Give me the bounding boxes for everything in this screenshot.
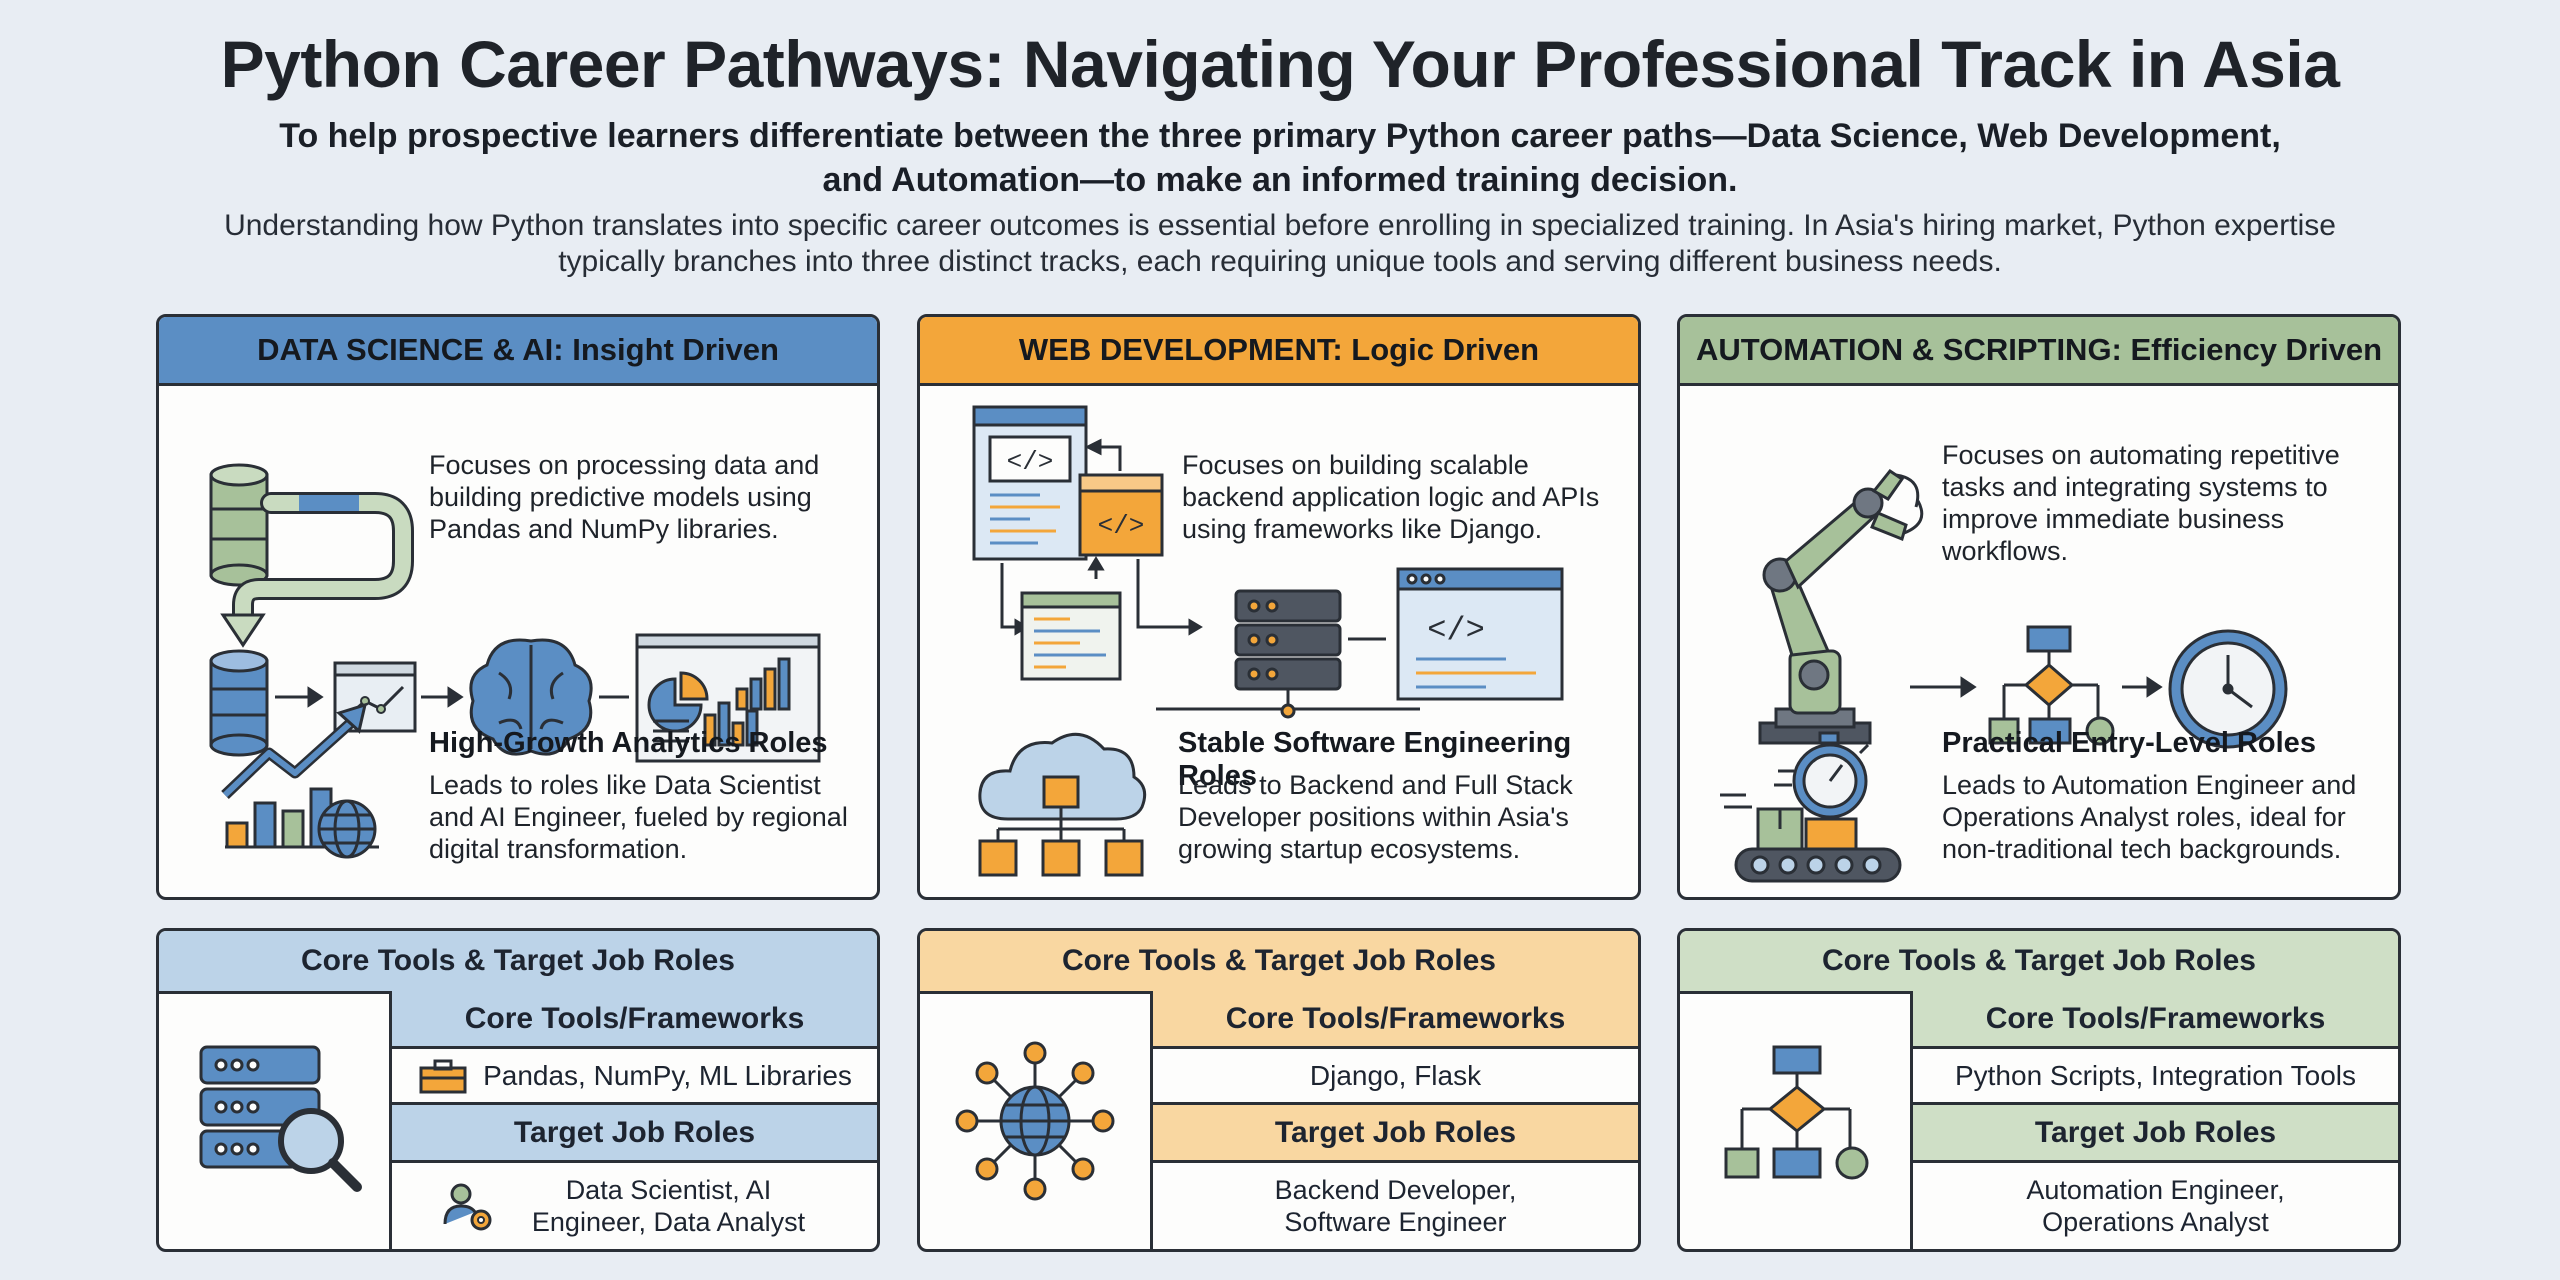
tools-icon-cell: [920, 991, 1153, 1249]
tools-heading: Core Tools & Target Job Roles: [920, 931, 1638, 994]
roles-value-row: Automation Engineer, Operations Analyst: [1913, 1163, 2398, 1249]
automation-illustration: [1720, 468, 2288, 883]
tools-value: Python Scripts, Integration Tools: [1913, 1049, 2398, 1105]
tools-label: Core Tools/Frameworks: [392, 991, 877, 1049]
tools-label: Core Tools/Frameworks: [1153, 991, 1638, 1049]
svg-text:</>: </>: [1007, 447, 1054, 477]
tools-icon-cell: [1680, 991, 1913, 1249]
tools-value: Django, Flask: [1153, 1049, 1638, 1105]
database-icon-blue: [209, 649, 269, 757]
tools-table: Core Tools/Frameworks Django, Flask Targ…: [1153, 991, 1638, 1249]
server-icon: [1156, 589, 1420, 719]
track-description: Focuses on processing data and building …: [429, 450, 820, 544]
track-panel-automation: AUTOMATION & SCRIPTING: Efficiency Drive…: [1677, 314, 2401, 900]
role-description: Leads to Backend and Full Stack Develope…: [1178, 770, 1573, 864]
toolbox-icon: [419, 1059, 467, 1093]
track-title: WEB DEVELOPMENT: Logic Driven: [920, 317, 1638, 386]
intro-text: Understanding how Python translates into…: [224, 209, 2336, 278]
flowchart-icon: [1988, 625, 2115, 746]
robot-arm-icon: [1758, 468, 1924, 745]
svg-text:</>: </>: [1098, 511, 1145, 541]
clock-icon: [2168, 629, 2288, 749]
page-subtitle: To help prospective learners differentia…: [279, 117, 2281, 199]
tools-table: Core Tools/Frameworks Pandas, NumPy, ML …: [392, 991, 877, 1249]
tools-heading: Core Tools & Target Job Roles: [1680, 931, 2398, 994]
roles-value: Data Scientist, AI Engineer, Data Analys…: [531, 1175, 806, 1237]
user-gear-icon: [443, 1183, 491, 1231]
roles-value-row: Data Scientist, AI Engineer, Data Analys…: [392, 1163, 877, 1249]
track-title: DATA SCIENCE & AI: Insight Driven: [159, 317, 877, 386]
code-window-icon-right: </>: [1396, 567, 1564, 701]
conveyor-belt-icon: [1720, 793, 1902, 883]
roles-value: Backend Developer, Software Engineer: [1274, 1175, 1517, 1237]
code-window-icon-small: [1020, 591, 1122, 681]
page-title: Python Career Pathways: Navigating Your …: [220, 27, 2340, 101]
roles-label: Target Job Roles: [1153, 1105, 1638, 1163]
tools-label: Core Tools/Frameworks: [1913, 991, 2398, 1049]
tools-heading: Core Tools & Target Job Roles: [159, 931, 877, 994]
svg-text:</>: </>: [1427, 612, 1485, 649]
role-description: Leads to roles like Data Scientist and A…: [429, 770, 848, 864]
tools-table: Core Tools/Frameworks Python Scripts, In…: [1913, 991, 2398, 1249]
flowchart-icon: [1724, 1045, 1869, 1180]
server-search-icon: [199, 1045, 362, 1192]
database-icon: [209, 463, 269, 587]
tools-value: Pandas, NumPy, ML Libraries: [483, 1059, 852, 1091]
track-description: Focuses on building scalable backend app…: [1182, 450, 1600, 544]
roles-value: Automation Engineer, Operations Analyst: [2026, 1175, 2285, 1237]
dashboard-icon: [635, 633, 821, 763]
code-window-icon: </>: [972, 405, 1088, 561]
track-panel-web-development: WEB DEVELOPMENT: Logic Driven </> </>: [917, 314, 1641, 900]
track-title: AUTOMATION & SCRIPTING: Efficiency Drive…: [1680, 317, 2398, 386]
tools-value-row: Pandas, NumPy, ML Libraries: [392, 1049, 877, 1105]
data-science-illustration: [209, 463, 821, 859]
globe-network-icon: [955, 1041, 1115, 1201]
role-title: High-Growth Analytics Roles: [429, 727, 828, 759]
globe-icon: [317, 799, 377, 859]
roles-label: Target Job Roles: [392, 1105, 877, 1163]
code-window-icon-orange: </>: [1078, 473, 1164, 557]
track-panel-data-science: DATA SCIENCE & AI: Insight Driven: [156, 314, 880, 900]
line-chart-icon: [333, 661, 417, 733]
tools-table-automation: Core Tools & Target Job Roles Core Tools…: [1677, 928, 2401, 1252]
web-development-illustration: </> </>: [972, 405, 1564, 877]
track-description: Focuses on automating repetitive tasks a…: [1942, 440, 2340, 566]
tools-table-web-development: Core Tools & Target Job Roles: [917, 928, 1641, 1252]
role-description: Leads to Automation Engineer and Operati…: [1942, 770, 2357, 864]
tools-table-data-science: Core Tools & Target Job Roles Core Tools…: [156, 928, 880, 1252]
role-title: Stable Software Engineering Roles: [1178, 727, 1572, 792]
tools-icon-cell: [159, 991, 392, 1249]
roles-label: Target Job Roles: [1913, 1105, 2398, 1163]
stopwatch-icon: [1774, 731, 1870, 819]
cloud-network-icon: [978, 732, 1147, 877]
brain-icon: [469, 638, 593, 756]
role-title: Practical Entry-Level Roles: [1942, 727, 2316, 759]
roles-value-row: Backend Developer, Software Engineer: [1153, 1163, 1638, 1249]
